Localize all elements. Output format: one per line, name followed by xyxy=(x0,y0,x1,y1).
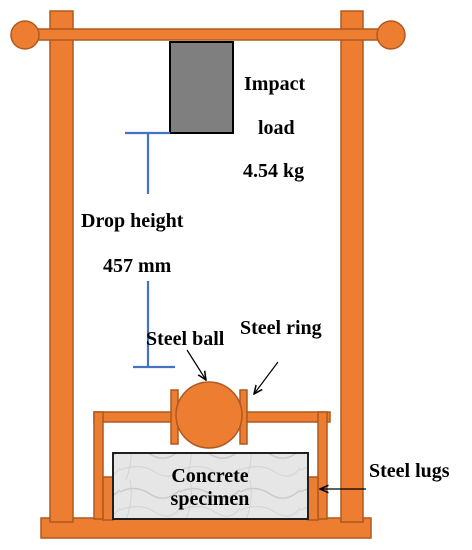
steel-lugs-label: Steel lugs xyxy=(369,460,450,482)
impact-load-label-line1: Impact xyxy=(244,73,305,95)
impact-load-label-line3: 4.54 kg xyxy=(243,160,304,182)
concrete-specimen-label-line1: Concrete xyxy=(171,465,248,487)
steel-ring-arrow xyxy=(254,361,279,394)
base-plate xyxy=(40,517,372,539)
drop-height-label-line1: Drop height xyxy=(81,210,184,232)
top-crossbar xyxy=(24,28,389,41)
left-post xyxy=(49,10,74,523)
steel-ball-arrow xyxy=(186,349,206,380)
drop-height-label-line2: 457 mm xyxy=(103,255,172,277)
concrete-specimen-label-line2: specimen xyxy=(171,488,250,510)
steel-ball xyxy=(175,381,243,449)
right-steel-lug xyxy=(307,476,319,521)
steel-ball-label: Steel ball xyxy=(146,328,225,350)
left-steel-lug xyxy=(102,476,114,521)
holder-right-leg xyxy=(317,411,328,520)
impact-load-label-line2: load xyxy=(258,117,295,139)
holder-left-leg xyxy=(93,411,104,520)
concrete-specimen xyxy=(112,452,309,520)
steel-ring-label: Steel ring xyxy=(240,317,322,339)
left-crossbar-knob xyxy=(10,20,40,50)
impact-load-block xyxy=(169,41,234,134)
drop-height-line xyxy=(125,131,175,369)
right-post xyxy=(340,10,364,523)
right-crossbar-knob xyxy=(376,20,406,50)
